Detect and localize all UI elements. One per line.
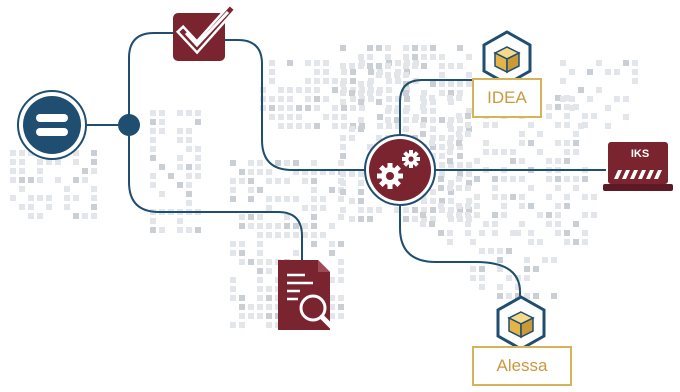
connector-to-search-doc	[128, 125, 303, 260]
idea-label: IDEA	[472, 78, 542, 118]
connector-lines	[86, 32, 606, 296]
connector-check-to-gears	[224, 39, 368, 171]
idea-node[interactable]	[482, 30, 532, 86]
cube-icon	[507, 311, 535, 339]
cube-icon	[493, 46, 521, 74]
equals-icon	[36, 114, 68, 136]
iks-node[interactable]	[603, 142, 673, 191]
connector-to-check	[128, 32, 175, 125]
hub-dot	[118, 114, 140, 136]
document-review-node[interactable]	[278, 260, 337, 332]
start-node[interactable]	[17, 90, 87, 160]
laptop-icon	[603, 142, 673, 191]
document-search-icon	[287, 273, 337, 332]
iks-label: IKS	[630, 148, 650, 160]
connector-gears-to-alessa	[399, 204, 521, 296]
gears-icon	[377, 150, 420, 189]
checkmark-icon	[175, 2, 238, 55]
alessa-label: Alessa	[472, 346, 572, 386]
connector-gears-to-idea	[399, 79, 482, 136]
approval-node[interactable]	[173, 2, 238, 61]
process-node[interactable]	[364, 134, 436, 206]
alessa-node[interactable]	[496, 295, 546, 351]
